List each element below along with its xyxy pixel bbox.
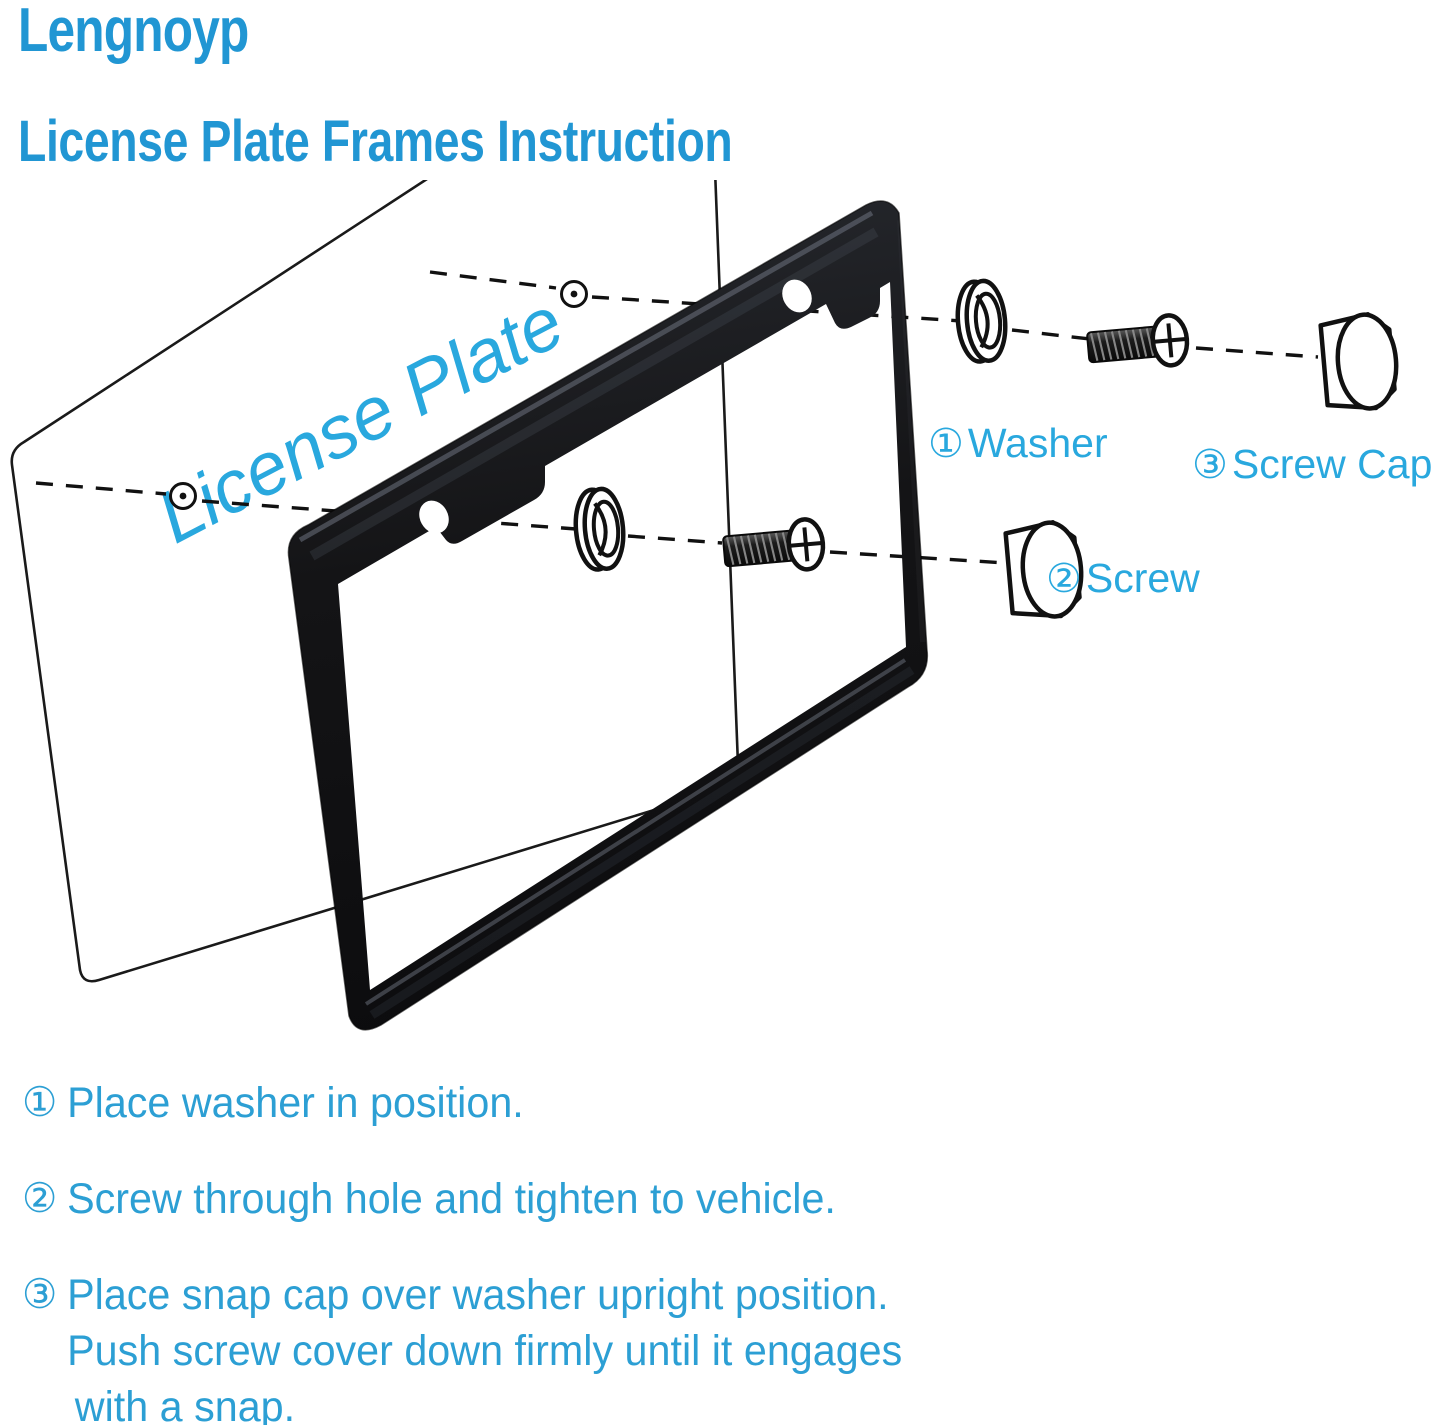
instruction-step-3: ③ Place snap cap over washer upright pos… bbox=[22, 1268, 1270, 1425]
label-screw-cap: ③Screw Cap bbox=[1192, 441, 1433, 487]
instruction-step-3-line-1: Place snap cap over washer upright posit… bbox=[67, 1270, 889, 1319]
washer-bottom bbox=[573, 486, 626, 572]
instruction-step-1-marker: ① bbox=[22, 1079, 58, 1125]
license-plate-frame bbox=[0, 180, 1445, 1060]
washer-top bbox=[955, 278, 1008, 364]
instruction-step-2-marker: ② bbox=[22, 1174, 58, 1221]
label-screw-number: ② bbox=[1046, 557, 1086, 601]
instruction-step-2-line-1: Screw through hole and tighten to vehicl… bbox=[67, 1174, 836, 1223]
label-washer: ①Washer bbox=[928, 420, 1108, 466]
exploded-diagram: License Plate bbox=[0, 180, 1445, 1060]
label-screw-cap-text: Screw Cap bbox=[1231, 441, 1433, 487]
instruction-list: ① Place washer in position. ② Screw thro… bbox=[22, 1076, 1322, 1425]
diagram-svg: License Plate bbox=[0, 180, 1445, 1060]
frame-hole-bottom bbox=[419, 500, 449, 534]
instruction-step-3-line-2: Push screw cover down firmly until it en… bbox=[67, 1326, 903, 1375]
label-washer-number: ① bbox=[928, 422, 968, 466]
screw-top bbox=[1086, 313, 1190, 368]
instruction-step-3-marker: ③ bbox=[22, 1270, 58, 1317]
label-washer-text: Washer bbox=[967, 420, 1108, 466]
instruction-step-1-line-1: Place washer in position. bbox=[67, 1079, 524, 1127]
screw-cap-top bbox=[1318, 312, 1399, 411]
instruction-step-3-line-3: with a snap. bbox=[74, 1382, 296, 1425]
label-screw: ②Screw bbox=[1046, 555, 1200, 601]
frame-hole-top bbox=[782, 279, 812, 313]
page-title: License Plate Frames Instruction bbox=[18, 109, 733, 174]
screw-cap-bottom bbox=[1003, 520, 1084, 619]
label-screw-cap-number: ③ bbox=[1192, 443, 1232, 487]
screw-bottom bbox=[722, 517, 826, 572]
instruction-step-2: ② Screw through hole and tighten to vehi… bbox=[22, 1172, 1270, 1228]
brand-title: Lengnoyp bbox=[18, 0, 249, 65]
instruction-step-1: ① Place washer in position. bbox=[22, 1076, 1270, 1132]
frame-gloss bbox=[298, 210, 928, 1019]
instruction-step-1-body: Place washer in position. bbox=[67, 1076, 1270, 1132]
instruction-step-3-body: Place snap cap over washer upright posit… bbox=[67, 1268, 1270, 1425]
instruction-step-2-body: Screw through hole and tighten to vehicl… bbox=[67, 1172, 1270, 1228]
label-screw-text: Screw bbox=[1085, 555, 1200, 601]
